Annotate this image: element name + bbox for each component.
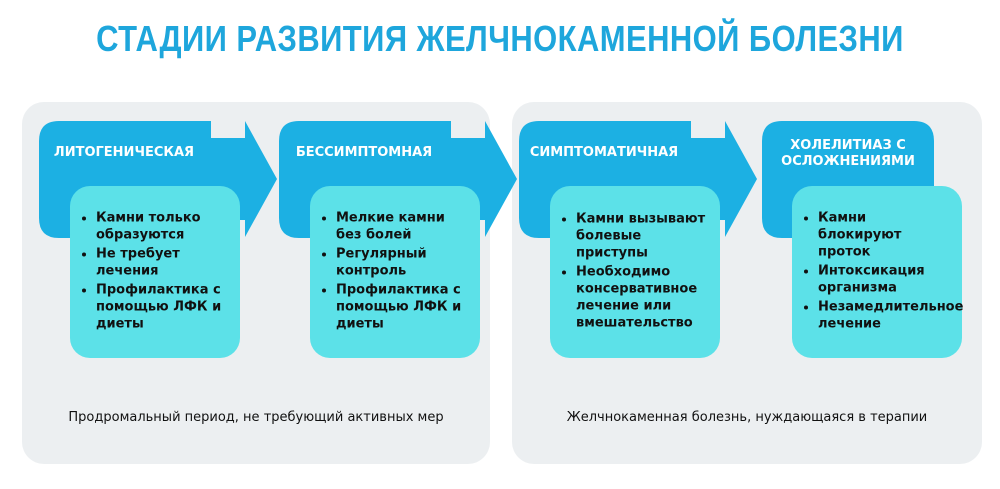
stage-item: Профилактика с помощью ЛФК и диеты — [96, 282, 232, 333]
stage-item: Интоксикация организма — [818, 263, 954, 297]
stage-item: Камни блокируют проток — [818, 210, 954, 261]
stage-item: Камни только образуются — [96, 210, 232, 244]
stage-card: Мелкие камни без болей Регулярный контро… — [310, 186, 480, 358]
stage-card: Камни блокируют проток Интоксикация орга… — [792, 186, 963, 358]
stage-item: Не требует лечения — [96, 246, 232, 280]
stage-title: БЕССИМПТОМНАЯ — [295, 145, 433, 160]
stage-item: Камни вызывают болевые приступы — [576, 211, 712, 262]
stage-card: Камни только образуются Не требует лечен… — [70, 186, 240, 358]
page-title: СТАДИИ РАЗВИТИЯ ЖЕЛЧНОКАМЕННОЙ БОЛЕЗНИ — [96, 18, 904, 59]
stage-item: Профилактика с помощью ЛФК и диеты — [336, 282, 472, 333]
stage-item: Регулярный контроль — [336, 246, 472, 280]
stage-title: ХОЛЕЛИТИАЗ С ОСЛОЖНЕНИЯМИ — [781, 138, 915, 169]
stage-item: Мелкие камни без болей — [336, 210, 472, 244]
group-label-prodromal: Продромальный период, не требующий актив… — [68, 410, 444, 425]
stage-card: Камни вызывают болевые приступы Необходи… — [550, 186, 720, 358]
stage-title: ЛИТОГЕНИЧЕСКАЯ — [53, 145, 195, 160]
stage-item: Незамедлительное лечение — [818, 299, 963, 333]
stage-title: СИМПТОМАТИЧНАЯ — [529, 145, 679, 160]
group-label-therapy: Желчнокаменная болезнь, нуждающаяся в те… — [566, 410, 928, 425]
stage-item: Необходимо консервативное лечение или вм… — [576, 264, 712, 332]
